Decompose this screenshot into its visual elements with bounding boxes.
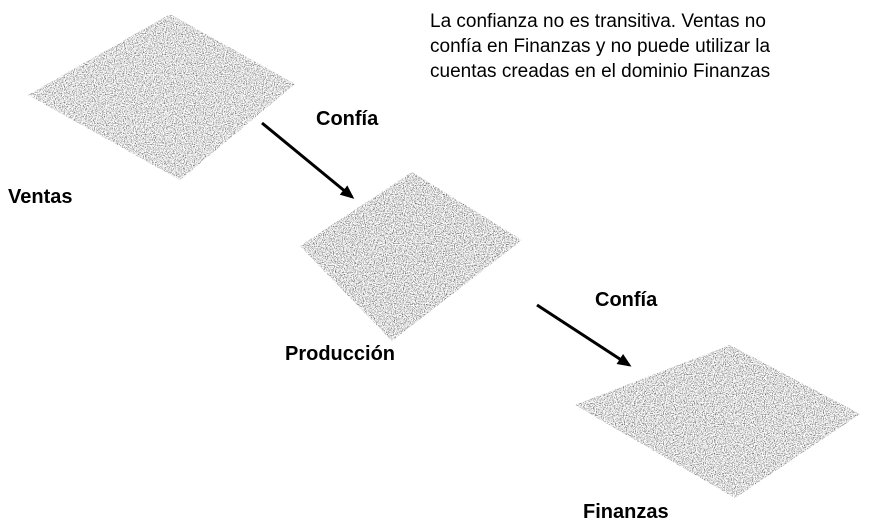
domain-label-produccion: Producción	[285, 343, 396, 365]
domain-label-finanzas: Finanzas	[583, 501, 669, 523]
domain-tile-ventas	[28, 14, 295, 180]
caption-line: confía en Finanzas y no puede utilizar l…	[430, 36, 771, 57]
trust-arrow-produccion-finanzas	[536, 303, 632, 367]
domain-label-ventas: Ventas	[8, 186, 73, 208]
domain-tile-finanzas	[575, 345, 860, 498]
trust-label-produccion-finanzas: Confía	[595, 289, 658, 311]
caption-line: cuentas creadas en el dominio Finanzas	[430, 61, 771, 82]
caption-line: La confianza no es transitiva. Ventas no	[430, 11, 766, 32]
trust-label-ventas-produccion: Confía	[316, 108, 379, 130]
trust-arrow-ventas-produccion	[261, 121, 355, 199]
caption-text: La confianza no es transitiva. Ventas no…	[430, 9, 873, 84]
domain-tile-produccion	[300, 172, 522, 341]
